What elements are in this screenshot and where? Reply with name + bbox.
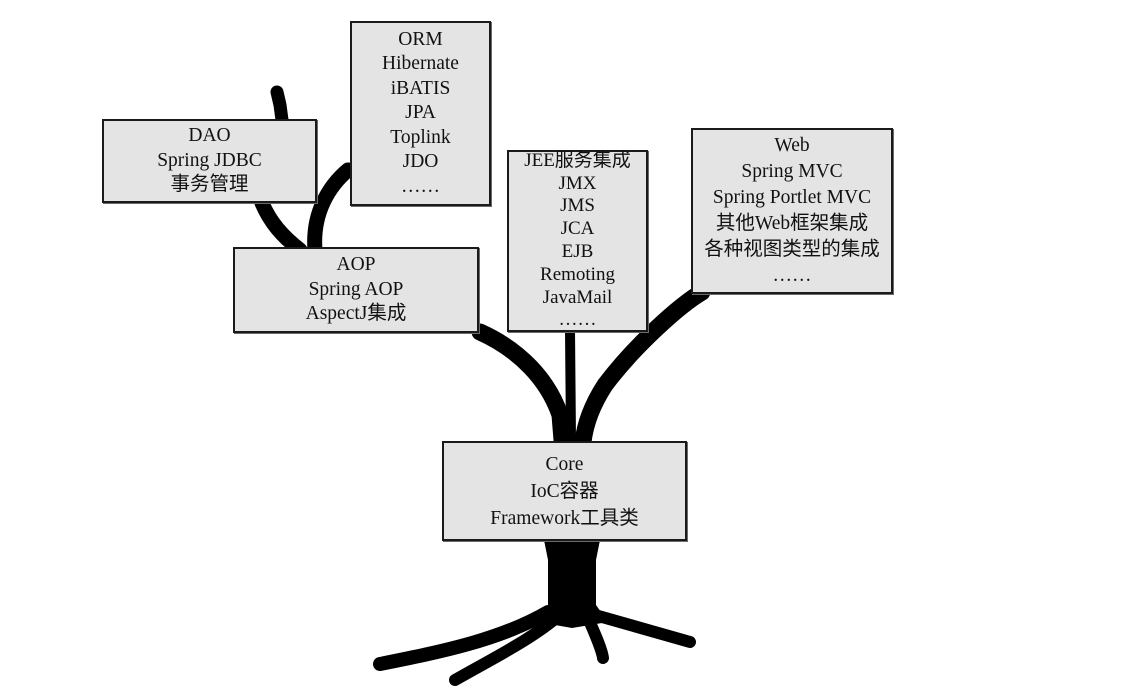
core-item-framework-utils: Framework工具类 [490,507,639,529]
dao-item-transaction: 事务管理 [170,174,249,196]
tree-branch-jee [565,325,576,445]
core-item-ioc: IoC容器 [530,480,599,502]
tree-root-right [589,609,696,648]
core-title: Core [545,453,584,475]
web-title: Web [774,135,810,156]
tree-branch-web [574,283,711,451]
jee-item-ellipsis: …… [558,309,597,331]
dao-item-spring-jdbc: Spring JDBC [157,149,262,171]
orm-box: ORM Hibernate iBATIS JPA Toplink JDO …… [350,21,491,206]
jee-item-remoting: Remoting [540,263,615,285]
orm-title: ORM [398,28,443,50]
jee-title: JEE服务集成 [524,149,631,171]
orm-item-jdo: JDO [402,151,439,173]
aop-item-aspectj: AspectJ集成 [305,303,407,325]
aop-item-spring-aop: Spring AOP [308,278,404,300]
orm-item-hibernate: Hibernate [382,53,459,75]
aop-title: AOP [336,254,376,276]
dao-title: DAO [188,125,231,147]
tree-branch-dao-left [254,195,308,258]
tree-root-mid-left [449,612,562,686]
web-item-spring-mvc: Spring MVC [741,161,843,182]
orm-item-ibatis: iBATIS [390,77,451,99]
web-item-ellipsis: …… [772,265,812,286]
tree-branch-dao-top [270,85,289,127]
tree-trunk [538,540,608,628]
web-box: Web Spring MVC Spring Portlet MVC 其他Web框… [691,128,893,294]
core-box: Core IoC容器 Framework工具类 [442,441,687,541]
tree-branch-aop [471,323,571,449]
web-item-portlet-mvc: Spring Portlet MVC [712,187,872,208]
jee-item-javamail: JavaMail [542,286,613,308]
dao-box: DAO Spring JDBC 事务管理 [102,119,317,203]
jee-item-jmx: JMX [558,172,597,194]
web-item-other-frameworks: 其他Web框架集成 [715,213,869,234]
tree-branch-orm [307,162,356,258]
jee-item-jca: JCA [560,218,595,240]
orm-item-ellipsis: …… [401,175,440,197]
jee-item-ejb: EJB [561,241,594,262]
tree-root-left [373,605,555,671]
aop-box: AOP Spring AOP AspectJ集成 [233,247,479,333]
web-item-view-types: 各种视图类型的集成 [704,239,880,260]
jee-box: JEE服务集成 JMX JMS JCA EJB Remoting JavaMai… [507,150,648,332]
orm-item-toplink: Toplink [390,126,451,148]
orm-item-jpa: JPA [405,102,436,124]
jee-item-jms: JMS [560,195,595,217]
